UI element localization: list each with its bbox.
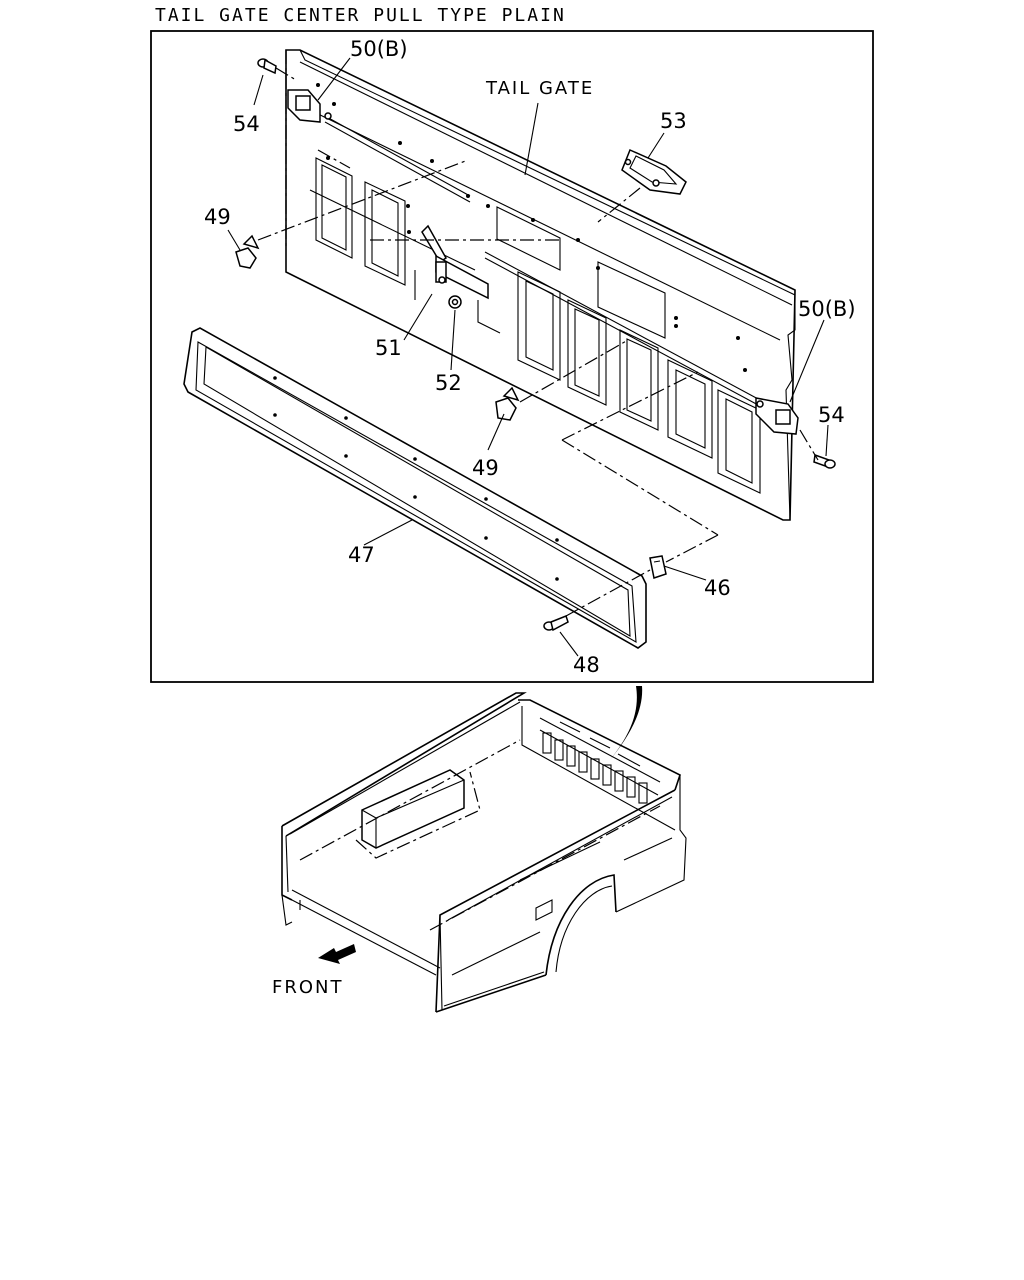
bolt-part-54-right	[813, 453, 836, 469]
phantom-lines	[257, 50, 819, 617]
bolt-part-54-top	[257, 58, 277, 75]
detail-frame	[150, 30, 874, 683]
center-handle-part-51	[421, 224, 489, 300]
leader-lines	[227, 57, 829, 657]
callout-48: 48	[573, 653, 600, 677]
callout-47: 47	[348, 543, 375, 567]
callout-52: 52	[435, 371, 462, 395]
diagram-title: TAIL GATE CENTER PULL TYPE PLAIN	[155, 5, 566, 26]
screw-part-48	[543, 615, 569, 632]
tail-gate-panel	[285, 49, 796, 521]
seal-molding-part-47	[183, 327, 647, 649]
callout-50b-right: 50(B)	[798, 297, 856, 321]
latch-part-50b-left	[287, 89, 332, 123]
callout-49-left: 49	[204, 205, 231, 229]
callout-54-right: 54	[818, 403, 845, 427]
callout-51: 51	[375, 336, 402, 360]
clip-part-49-center	[495, 386, 520, 421]
clip-part-49-left	[235, 234, 260, 269]
tail-gate-label: TAIL GATE	[485, 78, 594, 99]
pickup-bed-illustration	[281, 686, 687, 1013]
nut-part-52	[448, 295, 462, 309]
handle-bezel-part-53	[621, 148, 687, 195]
callout-46: 46	[704, 576, 731, 600]
clip-part-46	[649, 555, 667, 579]
latch-part-50b-right	[755, 397, 799, 435]
callout-53: 53	[660, 109, 687, 133]
callout-50b-top: 50(B)	[350, 37, 408, 61]
front-label: FRONT	[272, 977, 344, 998]
callout-54-top: 54	[233, 112, 260, 136]
callout-49-center: 49	[472, 456, 499, 480]
